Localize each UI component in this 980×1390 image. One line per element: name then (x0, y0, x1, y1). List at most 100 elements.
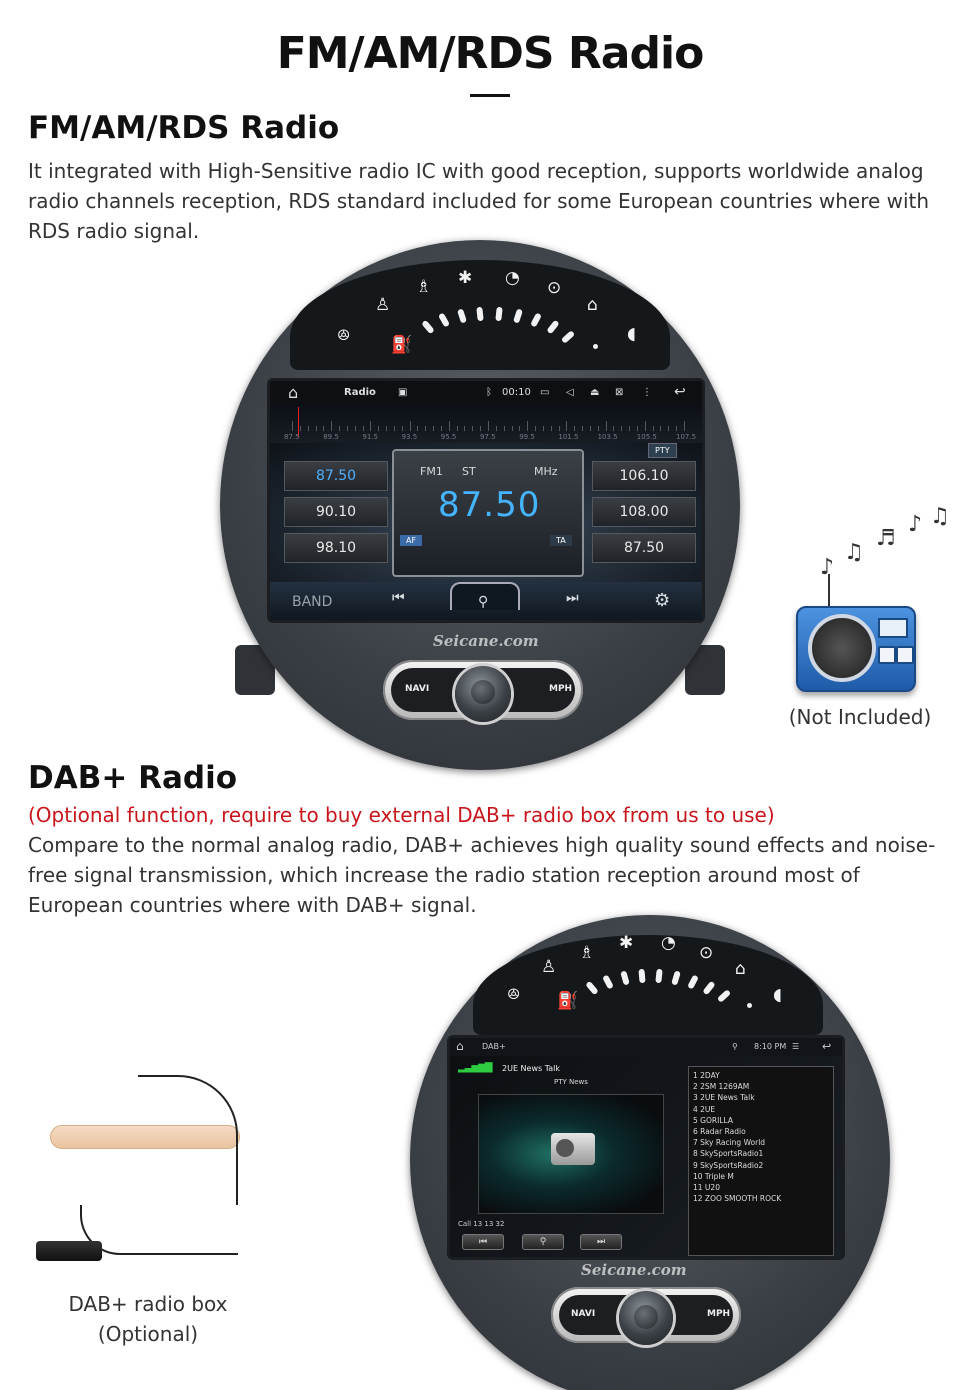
gauge-tick (593, 344, 598, 349)
gauge-tick (747, 1003, 752, 1008)
scale-tick (339, 426, 341, 431)
airbag-off-icon: ♗ (416, 277, 432, 297)
station-list-item[interactable]: 8 SkySportsRadio1 (693, 1149, 764, 1159)
station-list-item[interactable]: 1 2DAY (693, 1071, 720, 1080)
scale-tick (378, 426, 380, 431)
scale-label: 99.5 (519, 433, 535, 441)
scale-tick (558, 426, 560, 431)
search-icon[interactable]: ⚲ (478, 594, 489, 610)
scale-tick (676, 426, 678, 431)
app-label: Radio (344, 387, 376, 398)
scale-tick (621, 426, 623, 431)
dab-app-label: DAB+ (482, 1042, 506, 1051)
scale-tick (652, 426, 654, 431)
stereo-indicator: ST (462, 465, 476, 478)
station-list-item[interactable]: 3 2UE News Talk (693, 1093, 755, 1103)
scale-tick (589, 426, 591, 431)
page-title: FM/AM/RDS Radio (276, 28, 705, 79)
scale-label: 93.5 (401, 433, 418, 441)
home-icon[interactable]: ⌂ (288, 383, 299, 402)
back-icon[interactable]: ↩ (822, 1040, 832, 1053)
control-panel: NAVI MPH (551, 1287, 741, 1345)
back-icon[interactable]: ↩ (674, 384, 686, 400)
radio-main: PTY 87.50 90.10 98.10 FM1 ST MHz 87.50 A… (270, 443, 702, 588)
dab-prev-button[interactable]: ⏮ (462, 1234, 504, 1250)
preset-left-1[interactable]: 87.50 (284, 461, 388, 491)
radio-box-key (878, 646, 896, 664)
prev-icon[interactable]: ⏮ (392, 590, 405, 606)
settings-icon[interactable]: ⚙ (654, 590, 671, 611)
status-bar: ⌂ Radio ▣ ᛒ 00:10 ▭ ◁ ⏏ ⊠ ⋮ ↩ (270, 381, 702, 405)
scale-label: 89.5 (323, 433, 339, 441)
dab-pty: PTY News (554, 1078, 588, 1086)
scale-tick (550, 426, 552, 431)
speaker-grille (808, 614, 876, 682)
scale-label: 87.5 (284, 433, 300, 441)
current-frequency: 87.50 (438, 485, 541, 525)
navi-button[interactable]: NAVI (405, 684, 430, 694)
scale-tick (472, 426, 474, 431)
station-list-item[interactable]: 2 2SM 1269AM (693, 1082, 750, 1092)
preset-right-3[interactable]: 87.50 (592, 533, 696, 563)
seatbelt-icon: ♙ (375, 295, 391, 315)
station-list-item[interactable]: 10 Triple M (693, 1171, 734, 1181)
dab-status-time: 8:10 PM (754, 1042, 787, 1051)
station-list-item[interactable]: 5 GORILLA (693, 1115, 733, 1125)
volume-knob[interactable] (455, 666, 511, 722)
pty-button[interactable]: PTY (648, 443, 677, 458)
scale-tick (315, 426, 317, 431)
radio-box-key (896, 646, 914, 664)
external-radio-box-picture: ♪ ♫ ♬ ♪ ♫ (780, 500, 960, 710)
eject-icon[interactable]: ⏏ (590, 387, 600, 398)
station-list-item[interactable]: 11 U20 (693, 1183, 720, 1192)
mph-button[interactable]: MPH (707, 1309, 731, 1319)
bluetooth-icon: ᛒ (486, 387, 492, 398)
scale-tick (511, 426, 513, 431)
scale-tick (331, 421, 333, 431)
next-icon[interactable]: ⏭ (566, 590, 579, 606)
mph-button[interactable]: MPH (549, 684, 573, 694)
band-button[interactable]: BAND (292, 594, 333, 610)
scale-tick (448, 421, 450, 431)
menu-icon[interactable]: ☰ (792, 1042, 800, 1051)
signal-strength-icon: ▂▃▅▆▇ (458, 1062, 492, 1073)
scale-tick (495, 426, 497, 431)
preset-left-2[interactable]: 90.10 (284, 497, 388, 527)
dab-search-button[interactable]: ⚲ (522, 1234, 564, 1250)
scale-tick (605, 421, 607, 431)
engine-icon: ⌂ (587, 295, 598, 315)
home-icon[interactable]: ⌂ (456, 1039, 464, 1053)
dab-next-button[interactable]: ⏭ (580, 1234, 622, 1250)
front-fog-light-icon: ꔮ (337, 326, 351, 346)
af-button[interactable]: AF (400, 535, 423, 546)
volume-knob[interactable] (619, 1291, 673, 1345)
scale-tick (456, 426, 458, 431)
ta-button[interactable]: TA (550, 535, 572, 546)
radio-box-display (878, 618, 908, 638)
fm-device: ꔮ ⛽ ♙ ♗ ✱ ◔ ⊙ ⌂ ◖ ⌂ Radio ▣ ᛒ 00:10 ▭ ◁ … (215, 240, 745, 770)
navi-button[interactable]: NAVI (571, 1309, 596, 1319)
scale-tick (307, 426, 309, 431)
airbag-icon: ✱ (458, 268, 473, 288)
station-list-item[interactable]: 4 2UE (693, 1104, 716, 1114)
station-list-item[interactable]: 7 Sky Racing World (693, 1138, 766, 1148)
dab-antenna-picture (30, 1075, 270, 1275)
preset-right-1[interactable]: 106.10 (592, 461, 696, 491)
station-list-item[interactable]: 12 ZOO SMOOTH ROCK (693, 1194, 782, 1204)
station-list-item[interactable]: 9 SkySportsRadio2 (693, 1160, 764, 1170)
front-fog-light-icon: ꔮ (507, 985, 521, 1005)
scale-tick (354, 426, 356, 431)
scale-tick (433, 426, 435, 431)
station-list-item[interactable]: 6 Radar Radio (693, 1127, 746, 1136)
dab-receiver-box (36, 1241, 102, 1261)
preset-left-3[interactable]: 98.10 (284, 533, 388, 563)
close-window-icon[interactable]: ⊠ (615, 387, 624, 398)
menu-icon[interactable]: ⋮ (642, 387, 652, 398)
watermark: Seicane.com (433, 632, 539, 650)
fm-section-title: FM/AM/RDS Radio (28, 110, 340, 146)
volume-icon[interactable]: ◁ (566, 387, 574, 398)
dab-station-name: 2UE News Talk (502, 1064, 561, 1073)
preset-right-2[interactable]: 108.00 (592, 497, 696, 527)
